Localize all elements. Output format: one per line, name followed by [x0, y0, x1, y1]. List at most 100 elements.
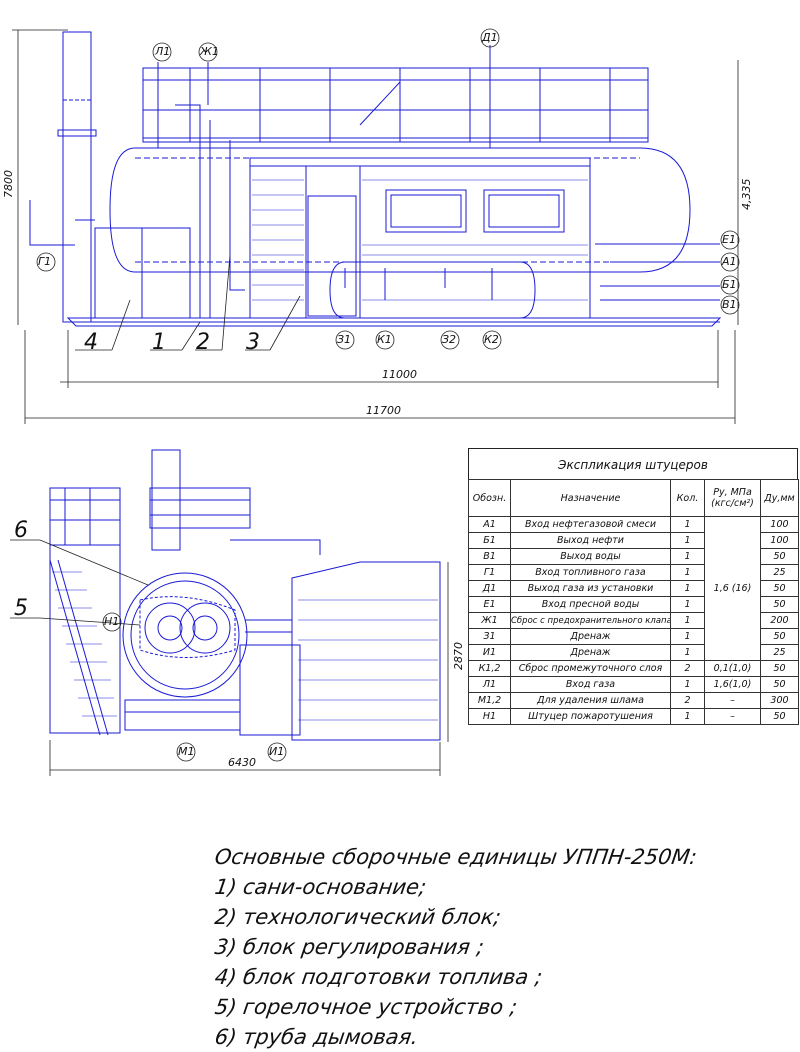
notes-item: 5) горелочное устройство ;: [213, 995, 519, 1019]
cell-qty: 1: [670, 516, 705, 533]
notes-item: 2) технологический блок;: [213, 905, 503, 929]
col-header-qty: Кол.: [670, 479, 705, 517]
cell-pressure: 1,6(1,0): [704, 676, 761, 693]
cell-qty: 1: [670, 644, 705, 661]
cell-diameter: 100: [760, 516, 799, 533]
callout-M1: М1: [178, 745, 195, 758]
cell-diameter: 50: [760, 580, 799, 597]
cell-designation: Н1: [468, 708, 511, 725]
cell-designation: Е1: [468, 596, 511, 613]
boiler-shell: [122, 572, 248, 698]
cell-purpose: Дренаж: [510, 628, 671, 645]
cell-diameter: 200: [760, 612, 799, 629]
notes-item: 3) блок регулирования ;: [213, 935, 486, 959]
part-1: 1: [152, 330, 166, 355]
callout-V1: В1: [722, 298, 737, 311]
cell-purpose: Выход воды: [510, 548, 671, 565]
cell-designation: В1: [468, 548, 511, 565]
dim-length-inner: 11000: [382, 368, 417, 381]
cell-qty: 1: [670, 564, 705, 581]
side-base: [124, 699, 241, 731]
cell-purpose: Для удаления шлама: [510, 692, 671, 709]
cell-designation: Д1: [468, 580, 511, 597]
callout-K1: К1: [377, 333, 392, 346]
col-header-purpose: Назначение: [510, 479, 671, 517]
cell-qty: 1: [670, 612, 705, 629]
cell-diameter: 50: [760, 676, 799, 693]
cell-designation: Л1: [468, 676, 511, 693]
cell-purpose: Вход топливного газа: [510, 564, 671, 581]
col-header-designation: Обозн.: [468, 479, 511, 517]
top-railing: [142, 67, 649, 143]
cell-qty: 1: [670, 628, 705, 645]
cell-qty: 2: [670, 692, 705, 709]
cell-designation: М1,2: [468, 692, 511, 709]
spec-grid: Обозн. Назначение Кол. Ру, МПа (кгс/см²)…: [468, 479, 799, 725]
cell-purpose: Сброс с предохранительного клапана: [510, 612, 671, 629]
cell-purpose: Дренаж: [510, 644, 671, 661]
side-ladder: [49, 487, 121, 734]
assembly-notes: Основные сборочные единицы УППН-250М: 1)…: [213, 842, 775, 1052]
cell-diameter: 50: [760, 596, 799, 613]
notes-item: 4) блок подготовки топлива ;: [213, 965, 544, 989]
callout-K2: К2: [484, 333, 499, 346]
callout-Zh1: Ж1: [200, 45, 219, 58]
side-chimney: [151, 449, 181, 551]
cell-designation: К1,2: [468, 660, 511, 677]
notes-item: 1) сани-основание;: [213, 875, 428, 899]
cell-qty: 2: [670, 660, 705, 677]
cell-qty: 1: [670, 548, 705, 565]
col-header-pressure: Ру, МПа (кгс/см²): [704, 479, 761, 517]
cell-diameter: 25: [760, 644, 799, 661]
notes-item: 6) труба дымовая.: [213, 1025, 420, 1049]
cell-designation: Г1: [468, 564, 511, 581]
separator-vessel: [109, 147, 691, 273]
cell-qty: 1: [670, 676, 705, 693]
dim-height-part: 4,335: [740, 178, 753, 211]
cell-designation: И1: [468, 644, 511, 661]
callout-G1: Г1: [38, 255, 52, 268]
callout-N1: Н1: [104, 615, 120, 628]
callout-B1: Б1: [722, 278, 737, 291]
cell-pressure: 0,1(1,0): [704, 660, 761, 677]
table-title: Экспликация штуцеров: [468, 448, 798, 480]
cell-diameter: 100: [760, 532, 799, 549]
cell-diameter: 50: [760, 708, 799, 725]
col-header-diameter: Ду,мм: [760, 479, 799, 517]
control-block: [249, 157, 591, 319]
callout-Z1: З1: [337, 333, 352, 346]
cell-qty: 1: [670, 596, 705, 613]
part-3: 3: [246, 330, 260, 355]
cell-qty: 1: [670, 532, 705, 549]
cell-pressure: –: [704, 708, 761, 725]
technical-drawing: [10, 28, 740, 776]
callout-D1: Д1: [482, 31, 498, 44]
dim-side-height: 2870: [452, 642, 465, 670]
cell-purpose: Выход нефти: [510, 532, 671, 549]
cell-purpose: Вход пресной воды: [510, 596, 671, 613]
cell-qty: 1: [670, 580, 705, 597]
dim-height-total: 7800: [2, 170, 15, 198]
part-5: 5: [14, 596, 28, 621]
side-control-block: [291, 561, 441, 741]
callout-E1: Е1: [722, 233, 736, 246]
cell-purpose: Выход газа из установки: [510, 580, 671, 597]
part-2: 2: [196, 330, 210, 355]
cell-diameter: 25: [760, 564, 799, 581]
callout-L1: Л1: [155, 45, 171, 58]
cell-diameter: 50: [760, 628, 799, 645]
cell-purpose: Вход нефтегазовой смеси: [510, 516, 671, 533]
notes-title: Основные сборочные единицы УППН-250М:: [213, 845, 699, 869]
cell-diameter: 300: [760, 692, 799, 709]
cell-purpose: Штуцер пожаротушения: [510, 708, 671, 725]
cell-pressure-merged: 1,6 (16): [704, 516, 761, 661]
burner-gear-right: [179, 602, 231, 654]
